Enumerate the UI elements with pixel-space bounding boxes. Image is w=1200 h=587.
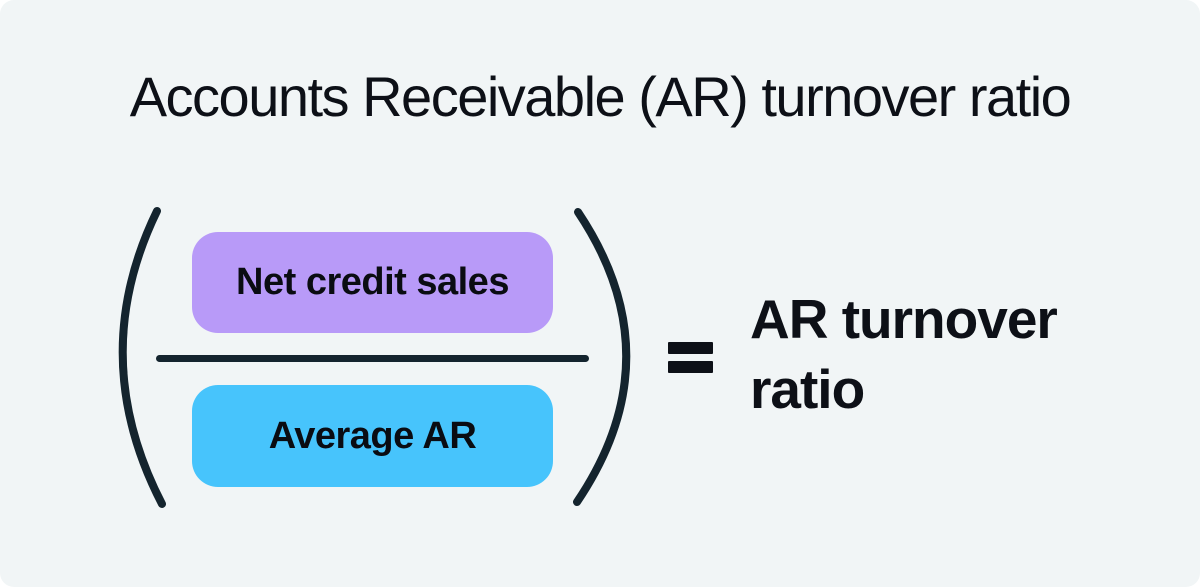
- equals-sign: =: [668, 342, 713, 373]
- fraction-bar: [156, 355, 589, 362]
- page-title: Accounts Receivable (AR) turnover ratio: [129, 65, 1072, 128]
- denominator-label: Average AR: [268, 414, 477, 457]
- close-paren-icon: [573, 208, 631, 506]
- equals-top-bar: [668, 342, 713, 354]
- denominator-box: Average AR: [192, 385, 553, 487]
- result-label: AR turnover ratio: [750, 288, 1058, 420]
- open-paren-icon: [118, 207, 166, 508]
- numerator-box: Net credit sales: [192, 232, 553, 333]
- numerator-label: Net credit sales: [236, 261, 509, 303]
- equals-bottom-bar: [668, 361, 713, 373]
